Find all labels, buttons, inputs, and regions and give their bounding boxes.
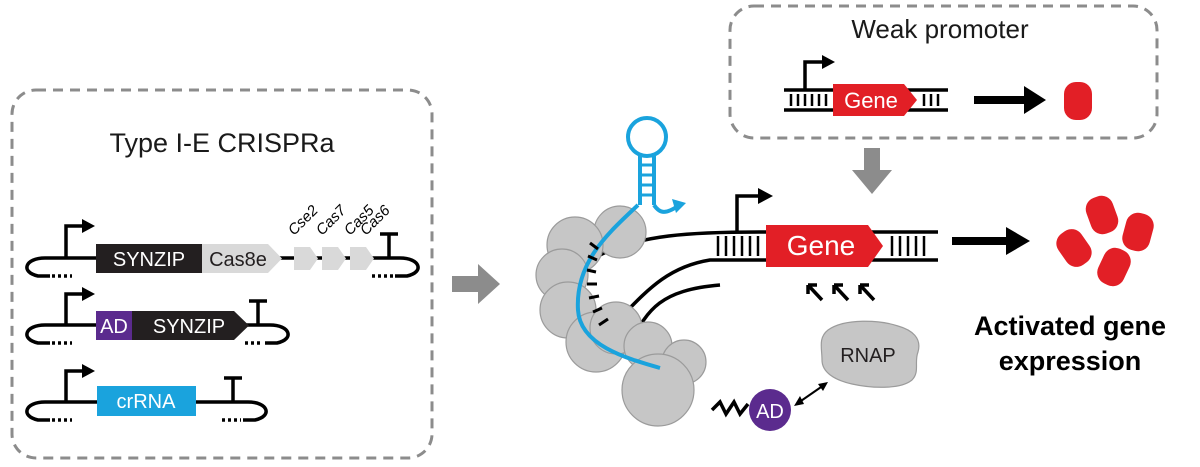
weak-promoter-panel: Weak promoter Gene (728, 4, 1159, 140)
cas-proteins (535, 205, 707, 427)
gene-label: Gene (844, 88, 898, 113)
interaction-arrowhead-right (818, 382, 828, 391)
cas8e-label: Cas8e (209, 249, 267, 271)
dna-rungs (789, 94, 940, 106)
weak-promoter-border (728, 4, 1159, 140)
black-arrowhead (1024, 86, 1046, 114)
gray-arrow-right (452, 264, 500, 304)
crrna-hairpin-loop (626, 116, 668, 158)
ad-circle (749, 389, 791, 431)
plasmid-loop-left (25, 323, 50, 345)
terminator-icon (380, 232, 398, 258)
interaction-arrow (797, 384, 825, 404)
construct-2: AD SYNZIP (25, 287, 290, 345)
crrna-stem (638, 155, 656, 205)
cse2-gene (294, 247, 318, 270)
terminator-icon (249, 299, 267, 325)
promoter-arrowhead (82, 219, 95, 233)
crrna-label: crRNA (117, 391, 177, 413)
ad-label: AD (100, 316, 128, 338)
synzip-label: SYNZIP (153, 316, 225, 338)
plasmid-loop-left (25, 256, 50, 278)
recruitment-arrows (806, 283, 876, 302)
plasmid-loop-right (265, 323, 290, 345)
construct-3: crRNA (25, 364, 268, 422)
cse2-label: Cse2 (285, 202, 322, 239)
ad-label: AD (756, 401, 784, 423)
promoter-arrowhead (758, 188, 773, 204)
result-line-2: expression (999, 346, 1142, 376)
target-gene: Gene (735, 188, 883, 267)
plasmid-loop-right (243, 400, 268, 422)
promoter-arrow (64, 292, 84, 325)
crrna-box (97, 386, 196, 416)
left-panel: Type I-E CRISPRa SYNZIP Cas8e Cse2 Cas7 … (10, 88, 434, 460)
promoter-arrow (64, 224, 84, 258)
terminator-icon (224, 376, 242, 402)
promoter-arrowhead (82, 364, 95, 378)
result-line-1: Activated gene (974, 311, 1166, 341)
crrna-arrowhead (672, 199, 686, 213)
gray-arrow-down (852, 148, 892, 194)
gene-label: Gene (787, 230, 856, 261)
cas7-label: Cas7 (313, 202, 350, 239)
plasmid-loop-right (395, 256, 420, 278)
cas5-gene (350, 247, 374, 270)
plasmid-loop-left (25, 400, 50, 422)
rnap-shape (820, 320, 920, 388)
cas7-gene (322, 247, 346, 270)
dna-rungs (716, 236, 926, 256)
gene-box (833, 84, 917, 116)
interaction-arrowhead-left (794, 396, 804, 406)
construct-1: SYNZIP Cas8e Cse2 Cas7 Cas5 Cas6 (25, 202, 420, 278)
promoter-arrow (803, 60, 824, 90)
left-panel-title: Type I-E CRISPRa (109, 128, 335, 158)
synzip-box (132, 311, 249, 340)
cascade-complex: AD (535, 116, 938, 431)
protein-blobs (1056, 195, 1154, 287)
weak-promoter-title: Weak promoter (851, 14, 1029, 44)
linker-zigzag (710, 398, 750, 418)
rnap-label: RNAP (840, 345, 896, 367)
rloop-rungs (586, 241, 609, 327)
protein-blob (1064, 82, 1092, 120)
crrna-strand (575, 203, 661, 370)
ad-box (96, 311, 132, 340)
black-arrowhead (1006, 227, 1030, 255)
left-panel-border (10, 88, 434, 460)
rnap: RNAP (820, 320, 920, 388)
synzip-box (96, 244, 202, 273)
promoter-arrowhead (82, 287, 95, 301)
gene-box (766, 225, 883, 267)
cas8e-box (202, 244, 282, 273)
synzip-label: SYNZIP (113, 249, 185, 271)
promoter-arrowhead (822, 55, 835, 69)
crrna-stem-rungs (640, 163, 654, 197)
promoter-arrow (64, 369, 84, 402)
promoter-arrow (735, 194, 760, 232)
